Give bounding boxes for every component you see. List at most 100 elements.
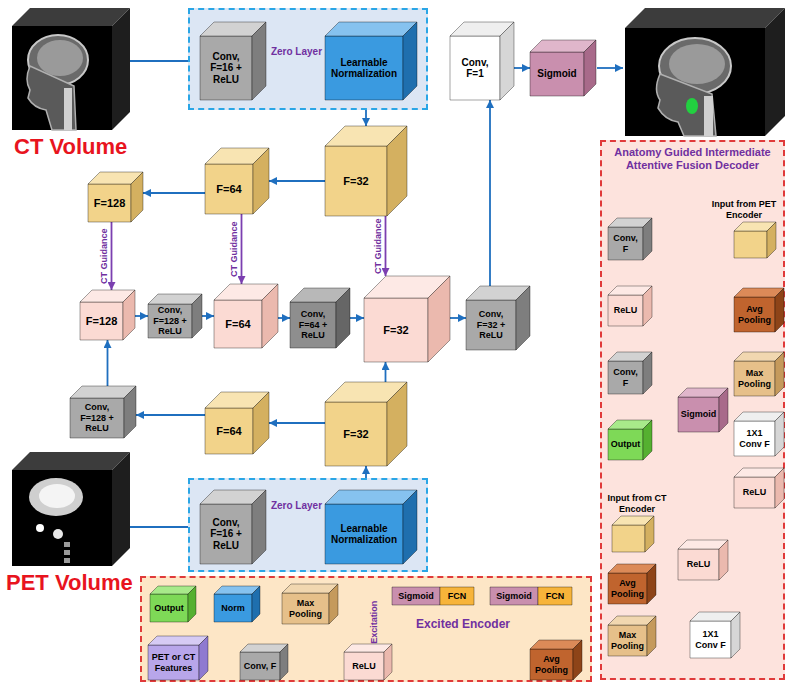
cube-side — [403, 490, 417, 564]
cube-side — [280, 644, 288, 680]
layer-label: F=64 — [216, 425, 241, 438]
spine — [64, 542, 70, 547]
layer-label: Norm — [221, 603, 245, 613]
cube-front — [678, 549, 719, 580]
brain-core — [39, 484, 75, 508]
cube-top — [325, 22, 417, 36]
cube-face: Avg Pooling — [608, 573, 647, 604]
text-holder: Zero Layer — [266, 500, 327, 512]
cube-face: Max Pooling — [608, 625, 647, 656]
layer-cube: F=32 — [325, 126, 407, 216]
layer-cube: Conv, F — [608, 218, 652, 260]
cube-shape — [734, 222, 776, 258]
layer-label: Max Pooling — [284, 598, 327, 619]
layer-cube: Conv, F=32 + ReLU — [466, 286, 530, 350]
layer-cube: Output — [608, 420, 652, 460]
cube-front — [214, 594, 252, 622]
cube-top — [148, 636, 208, 645]
cube-face: Learnable Normalization — [325, 504, 403, 564]
connector — [107, 340, 109, 386]
cube-front — [325, 36, 403, 100]
layer-cube: F=32 — [364, 276, 450, 362]
layer-label: Conv, F — [610, 233, 641, 254]
layer-label: Conv, F=128 + ReLU — [72, 402, 122, 433]
cube-face: Sigmoid — [490, 587, 538, 605]
cube-front — [734, 361, 775, 396]
heading: PET Volume — [6, 570, 146, 595]
layer-box: Sigmoid — [490, 587, 538, 605]
layer-label: F=32 — [383, 324, 408, 337]
layer-box: Sigmoid — [392, 587, 440, 605]
cube-face: Conv, F — [240, 652, 280, 680]
cube-face: Norm — [214, 594, 252, 622]
heading: CT Volume — [14, 134, 184, 159]
cube-side — [775, 412, 784, 456]
cube-top — [282, 584, 338, 593]
layer-label: ReLU — [614, 305, 638, 315]
cube-side — [584, 40, 596, 96]
layer-label: Learnable Normalization — [327, 57, 401, 80]
heading: Excited Encoder — [398, 618, 528, 632]
cube-front — [88, 184, 131, 222]
connector — [136, 414, 205, 416]
cube-front — [325, 402, 387, 466]
module-panel: OutputNormMax PoolingSigmoidFCNSigmoidFC… — [140, 576, 592, 682]
connector — [143, 192, 205, 194]
cube-side — [253, 148, 269, 214]
spine — [64, 558, 70, 563]
layer-label: Conv, F=16 + ReLU — [202, 517, 250, 552]
layer-cube: Norm — [214, 586, 260, 622]
connector — [202, 315, 214, 317]
volume-image: CT Volume — [12, 8, 130, 130]
cube-front — [364, 298, 428, 362]
layer-cube: ReLU — [608, 286, 652, 326]
pet-volume-image — [12, 452, 130, 566]
cube-front — [608, 625, 647, 656]
layer-label: Output — [611, 439, 641, 449]
cube-face: Output — [608, 429, 643, 460]
cube-face: Conv, F=16 + ReLU — [200, 36, 252, 100]
cube-side — [516, 286, 530, 350]
cube-side — [252, 586, 260, 622]
cube-face: F=32 — [364, 298, 428, 362]
cube-front — [608, 295, 643, 326]
layer-cube: F=128 — [80, 290, 135, 340]
cube-shape — [612, 516, 654, 552]
layer-label: F=128 — [86, 315, 118, 328]
layer-label: Output — [154, 603, 184, 613]
cube-shape — [325, 382, 407, 466]
edge-label: Excitation — [369, 601, 379, 644]
layer-cube: Conv, F=16 + ReLU — [200, 490, 266, 564]
cube-front — [205, 164, 253, 214]
layer-label: Conv, F=64 + ReLU — [292, 309, 334, 340]
cube-face: Max Pooling — [734, 361, 775, 396]
cube-side — [253, 392, 269, 454]
connector — [385, 362, 387, 382]
cube-side — [131, 172, 143, 222]
layer-cube: Conv, F=16 + ReLU — [200, 22, 266, 100]
cube-front — [70, 398, 124, 438]
cube-face: F=64 — [205, 408, 253, 454]
cube-front — [282, 593, 329, 624]
cube-front — [150, 594, 188, 622]
layer-label: F=64 — [216, 183, 241, 196]
layer-cube: PET or CT Features — [148, 636, 208, 680]
volume-top — [12, 452, 130, 470]
cube-front — [200, 504, 252, 564]
cube-face: Avg Pooling — [734, 297, 775, 332]
cube-shape — [205, 392, 269, 454]
brain — [669, 44, 725, 84]
layer-cube: Sigmoid — [678, 388, 728, 432]
layer-label: F=32 — [343, 428, 368, 441]
layer-cube: ReLU — [734, 468, 784, 508]
layer-label: Avg Pooling — [610, 578, 645, 599]
cube-face: F=128 — [80, 302, 123, 340]
volume-front — [12, 470, 112, 566]
cube-side — [775, 288, 784, 332]
layer-cube: Conv, F=1 — [450, 22, 514, 100]
layer-cube: 1X1 Conv F — [734, 412, 784, 456]
layer-label: Conv, F — [610, 367, 641, 388]
layer-label: F=128 — [94, 197, 126, 210]
layer-label: Avg Pooling — [736, 304, 773, 325]
cube-front — [530, 52, 584, 96]
